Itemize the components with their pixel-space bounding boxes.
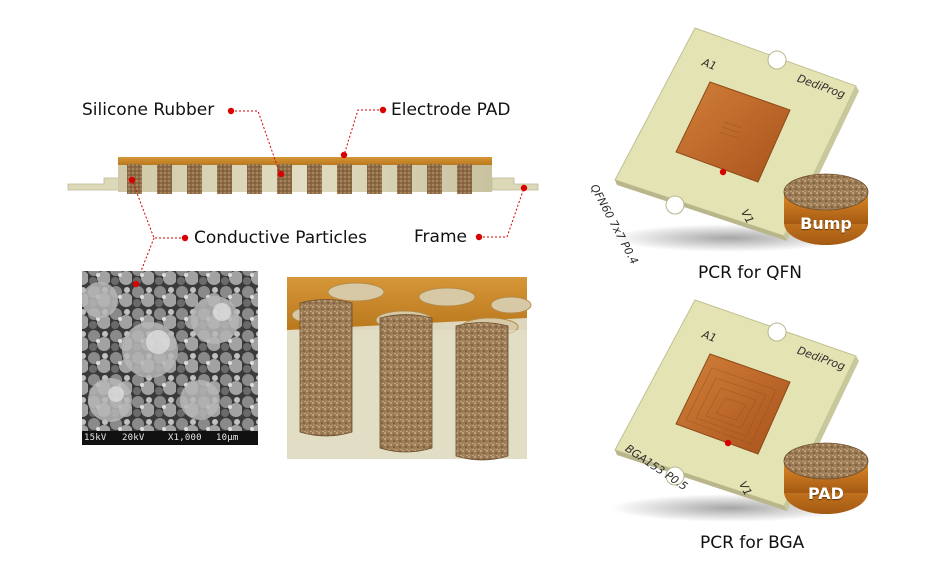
sem-image <box>82 271 258 445</box>
label-frame: Frame <box>414 227 467 247</box>
qfn-chip <box>675 81 791 183</box>
sem-voltage-2: 20kV <box>122 433 145 443</box>
frame-right <box>491 177 539 191</box>
leader-frame <box>479 187 525 238</box>
conductive-columns <box>127 164 472 194</box>
dot-frame-target <box>520 184 528 192</box>
dot-conductive-target <box>128 176 136 184</box>
label-silicone-rubber: Silicone Rubber <box>82 100 215 120</box>
bga-caption: PCR for BGA <box>700 533 805 553</box>
qfn-bump-zoom <box>783 173 869 245</box>
columns-3d <box>287 277 532 461</box>
leader-conductive-particles <box>131 179 185 239</box>
qfn-bump-label: Bump <box>800 214 852 233</box>
sem-magnification: X1,000 <box>168 433 202 443</box>
conductive-column-3d <box>299 299 509 461</box>
dot-electrode-pad-target <box>340 151 348 159</box>
bga-pad-label: PAD <box>808 484 844 503</box>
dot-silicone-rubber-target <box>277 170 285 178</box>
leader-electrode-pad <box>343 109 383 156</box>
sem-caption-area: 15kV 20kV X1,000 10µm <box>82 271 258 445</box>
dot-silicone-rubber-label <box>227 107 235 115</box>
label-electrode-pad: Electrode PAD <box>391 100 511 120</box>
dot-conductive-label <box>181 234 189 242</box>
leader-silicone-rubber <box>231 110 281 175</box>
bga-chip <box>675 353 791 455</box>
cross-section <box>67 157 539 194</box>
sem-voltage: 15kV <box>84 433 107 443</box>
dot-electrode-pad-label <box>379 106 387 114</box>
bga-pad-zoom <box>783 442 869 514</box>
dot-frame-label <box>475 233 483 241</box>
frame-left <box>67 177 125 191</box>
qfn-caption: PCR for QFN <box>698 263 802 283</box>
label-conductive-particles: Conductive Particles <box>194 228 367 248</box>
sem-scale-bar: 15kV 20kV X1,000 10µm <box>82 431 258 445</box>
sem-scale: 10µm <box>216 433 239 443</box>
electrode-pad-layer <box>118 157 492 165</box>
